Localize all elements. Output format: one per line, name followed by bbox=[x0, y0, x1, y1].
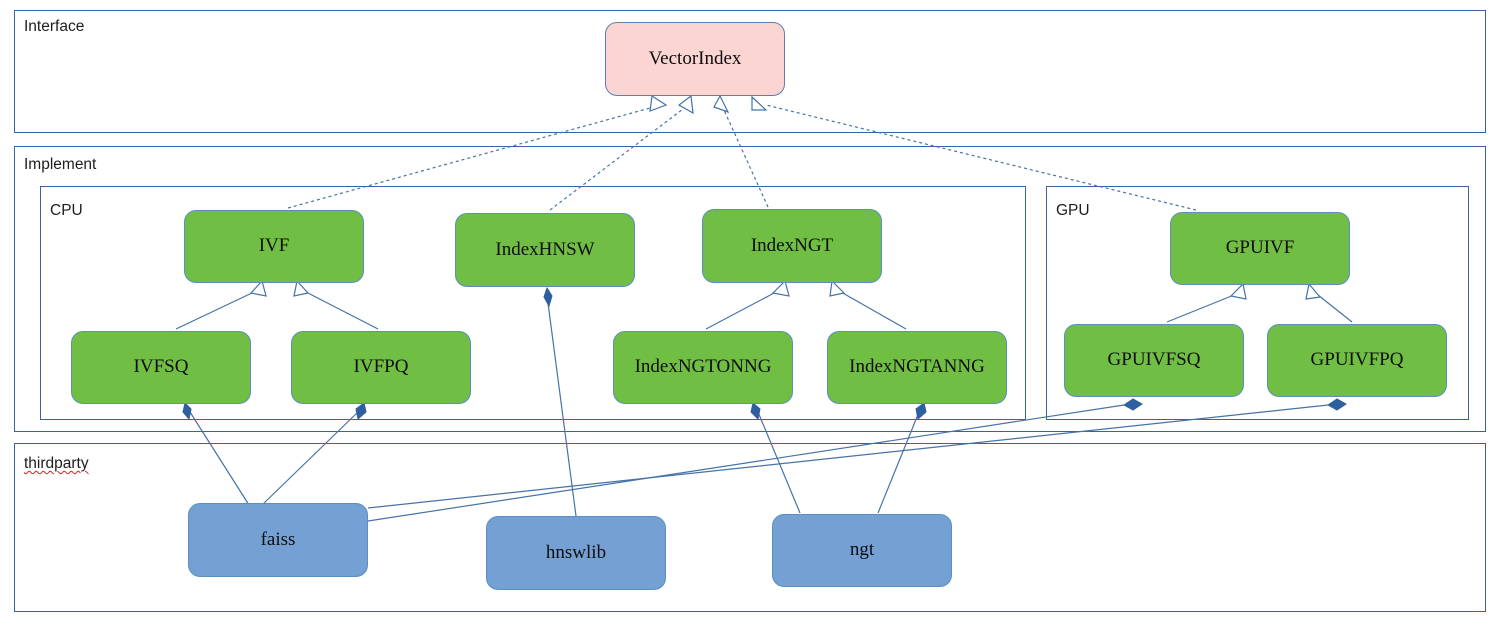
node-label: IndexNGT bbox=[750, 234, 834, 256]
node-ivfsq[interactable]: IVFSQ bbox=[71, 331, 251, 404]
node-vector-index[interactable]: VectorIndex bbox=[605, 22, 785, 96]
node-hnswlib[interactable]: hnswlib bbox=[486, 516, 666, 590]
group-interface-label: Interface bbox=[24, 18, 85, 35]
group-thirdparty-label: thirdparty bbox=[24, 455, 89, 472]
group-implement-label: Implement bbox=[24, 156, 97, 173]
node-gpuivf[interactable]: GPUIVF bbox=[1170, 212, 1350, 285]
node-label: IndexNGTONNG bbox=[634, 356, 772, 378]
node-faiss[interactable]: faiss bbox=[188, 503, 368, 577]
node-label: IVFSQ bbox=[133, 356, 189, 378]
group-cpu-label: CPU bbox=[50, 202, 83, 219]
node-index-ngt-onng[interactable]: IndexNGTONNG bbox=[613, 331, 793, 404]
node-label: GPUIVF bbox=[1225, 237, 1295, 259]
node-index-hnsw[interactable]: IndexHNSW bbox=[455, 213, 635, 287]
node-index-ngt[interactable]: IndexNGT bbox=[702, 209, 882, 283]
node-label: IndexHNSW bbox=[495, 238, 595, 260]
node-label: VectorIndex bbox=[648, 47, 742, 69]
node-ngt[interactable]: ngt bbox=[772, 514, 952, 587]
node-label: ngt bbox=[849, 539, 875, 561]
node-label: hnswlib bbox=[545, 541, 607, 563]
group-gpu-label: GPU bbox=[1056, 202, 1090, 219]
node-label: IVFPQ bbox=[353, 356, 409, 378]
node-label: IndexNGTANNG bbox=[849, 356, 985, 378]
node-label: IVF bbox=[258, 235, 290, 257]
node-gpuivfpq[interactable]: GPUIVFPQ bbox=[1267, 324, 1447, 397]
node-ivf[interactable]: IVF bbox=[184, 210, 364, 283]
node-label: faiss bbox=[260, 528, 296, 550]
node-gpuivfsq[interactable]: GPUIVFSQ bbox=[1064, 324, 1244, 397]
node-ivfpq[interactable]: IVFPQ bbox=[291, 331, 471, 404]
node-label: GPUIVFSQ bbox=[1107, 349, 1201, 371]
node-label: GPUIVFPQ bbox=[1310, 349, 1404, 371]
node-index-ngt-anng[interactable]: IndexNGTANNG bbox=[827, 331, 1007, 404]
